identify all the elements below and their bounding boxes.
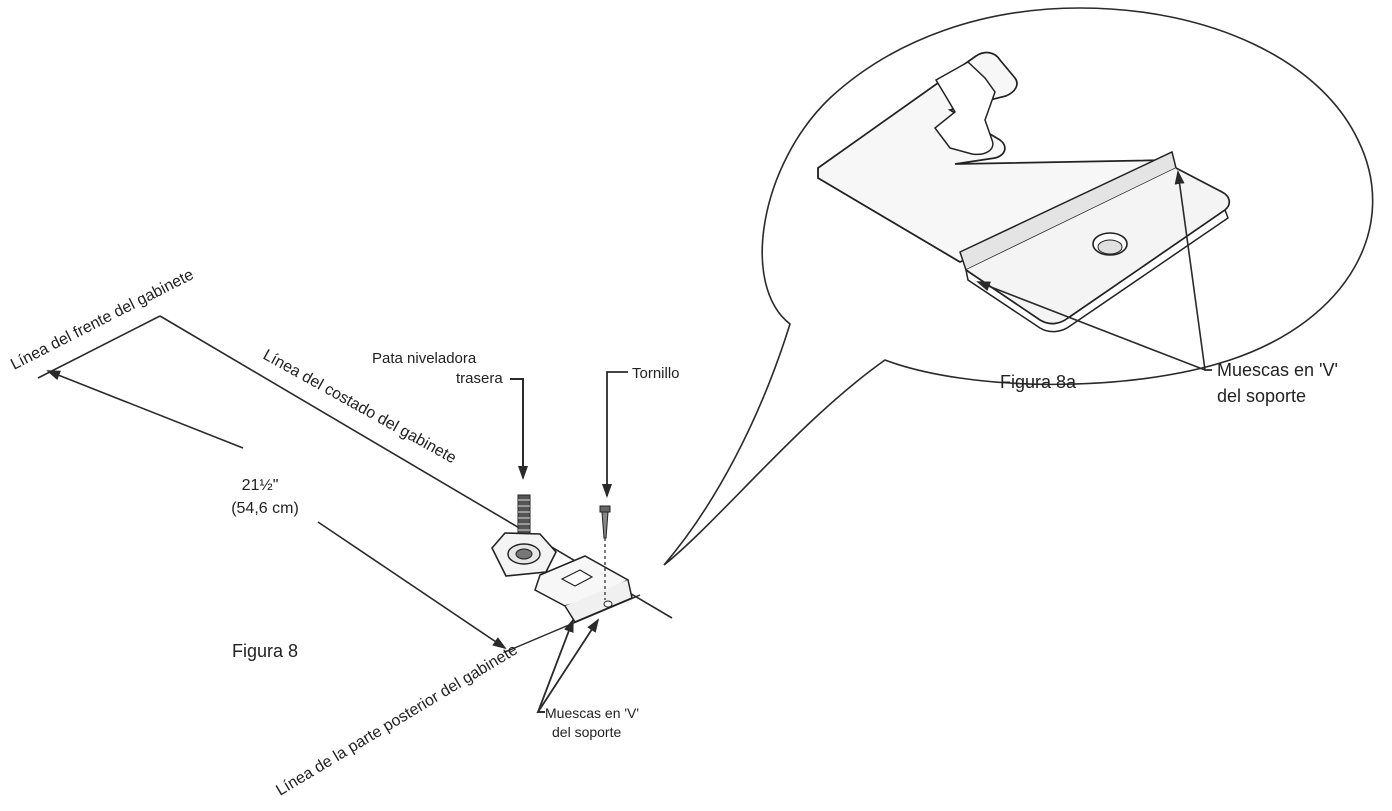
dimension-metric: (54,6 cm): [231, 500, 299, 517]
figure-main-label: Figura 8: [232, 641, 298, 661]
notches-label-1: Muescas en 'V': [545, 705, 639, 721]
screw-leader: [602, 371, 628, 498]
front-line-label: Línea del frente del gabinete: [8, 266, 197, 373]
leveling-leg-label-1: Pata niveladora: [372, 350, 477, 367]
notches-leader-2: [536, 618, 600, 713]
cabinet-front-line: [37, 315, 161, 379]
screw-label: Tornillo: [632, 365, 680, 382]
detail-notches-label-1: Muescas en 'V': [1217, 360, 1338, 380]
leveling-leg-drawing: [491, 494, 557, 577]
detail-notches-label-2: del soporte: [1217, 386, 1306, 406]
leveling-leg-leader: [510, 378, 528, 480]
dimension-arrow-rear: [317, 521, 507, 650]
rear-line-label: Línea de la parte posterior del gabinete: [273, 641, 520, 799]
leveling-leg-label-2: trasera: [456, 370, 503, 387]
screw-drawing: [599, 505, 611, 600]
dimension-arrow-front: [46, 370, 244, 449]
notches-label-2: del soporte: [552, 724, 621, 740]
bracket-detail-drawing: [817, 51, 1231, 333]
detail-notches-leader-2: [1174, 170, 1212, 371]
detail-callout-bubble: [663, 7, 1374, 566]
dimension-imperial: 21½": [242, 477, 279, 494]
figure-detail-label: Figura 8a: [1000, 372, 1077, 392]
